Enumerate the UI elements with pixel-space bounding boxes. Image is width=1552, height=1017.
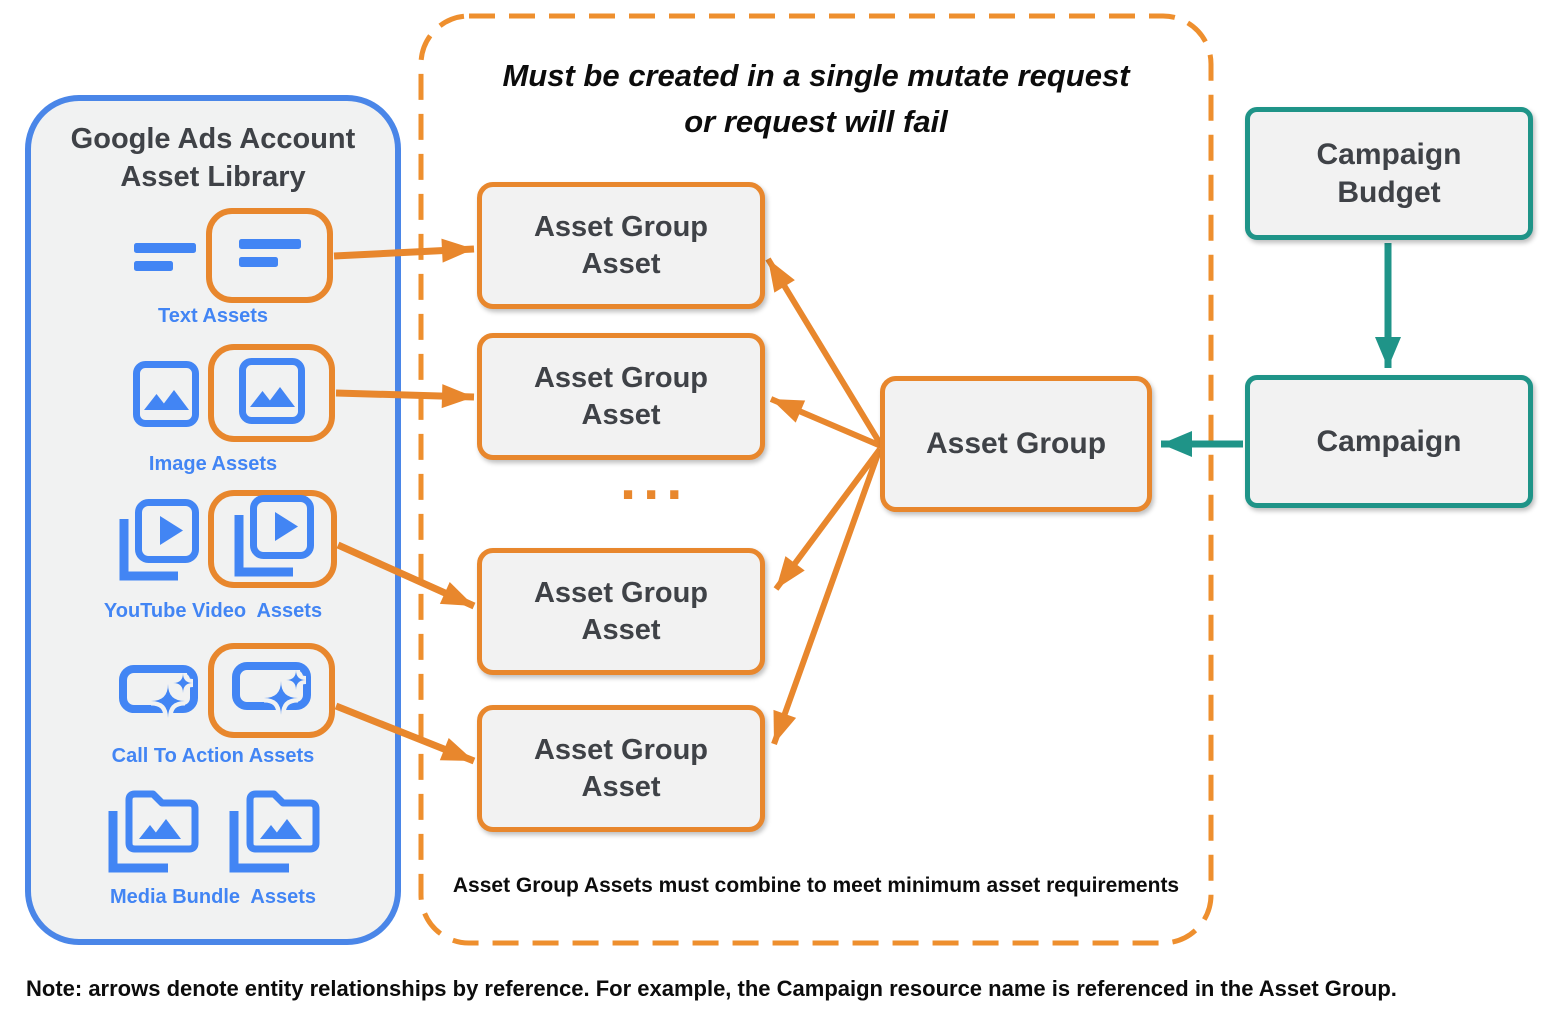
text-asset-icon [134, 243, 196, 276]
asset-group-asset-box: Asset Group Asset [477, 548, 765, 675]
ellipsis: ... [620, 447, 690, 512]
call-to-action-asset-icon [231, 657, 312, 724]
youtube-video-asset-icon [117, 499, 199, 588]
campaign-box: Campaign [1245, 375, 1533, 508]
youtube-video-asset-icon [232, 494, 314, 584]
text-assets-label: Text Assets [157, 305, 269, 327]
arrow-asset-group-to-box1 [765, 257, 884, 447]
asset-library-panel: Google Ads Account Asset Library Text As… [25, 95, 401, 945]
asset-group-asset-box: Asset Group Asset [477, 333, 765, 460]
media-bundle-asset-icon [226, 787, 321, 878]
asset-highlight-box [206, 208, 333, 303]
asset-highlight-box [208, 344, 335, 442]
mutate-panel-title: Must be created in a single mutate reque… [502, 58, 1130, 139]
campaign-budget-box: Campaign Budget [1245, 107, 1533, 240]
asset-highlight-box [208, 490, 337, 588]
image-asset-icon [133, 361, 199, 432]
text-asset-icon [238, 239, 301, 272]
call-to-action-assets-label: Call To Action Assets [111, 745, 315, 767]
arrow-asset-group-to-box2 [769, 396, 883, 449]
image-asset-icon [238, 357, 305, 429]
mutate-panel-caption: Asset Group Assets must combine to meet … [452, 874, 1180, 897]
arrow-asset-group-to-box3 [773, 447, 883, 591]
asset-group-box: Asset Group [880, 376, 1152, 512]
asset-library-title: Google Ads Account Asset Library [70, 123, 356, 193]
media-bundle-assets-label: Media Bundle Assets [110, 886, 316, 908]
image-assets-label: Image Assets [148, 453, 278, 475]
asset-group-asset-box: Asset Group Asset [477, 182, 765, 309]
media-bundle-asset-icon [105, 787, 200, 878]
asset-highlight-box [208, 643, 335, 738]
arrow-asset-group-to-box4 [771, 449, 882, 746]
asset-group-asset-box: Asset Group Asset [477, 705, 765, 832]
footnote: Note: arrows denote entity relationships… [26, 976, 1397, 1001]
youtube-video-assets-label: YouTube Video Assets [103, 600, 323, 622]
call-to-action-asset-icon [119, 660, 199, 727]
